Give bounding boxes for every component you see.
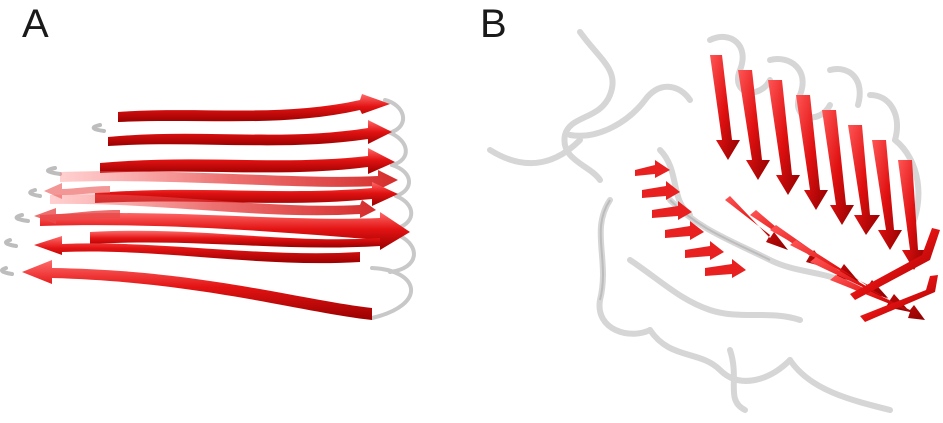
panel-b: B <box>470 0 943 423</box>
panel-a: A <box>0 0 470 423</box>
strand-1 <box>118 94 390 122</box>
strand-3 <box>100 148 395 174</box>
beta-solenoid-side-view <box>0 0 470 423</box>
beta-solenoid-oblique-view <box>470 0 943 423</box>
strand-10 <box>22 260 372 320</box>
coil-network <box>490 32 918 410</box>
strand-4-faded <box>60 170 398 190</box>
strand-rungs-upper <box>710 55 926 270</box>
strand-2 <box>108 120 392 146</box>
